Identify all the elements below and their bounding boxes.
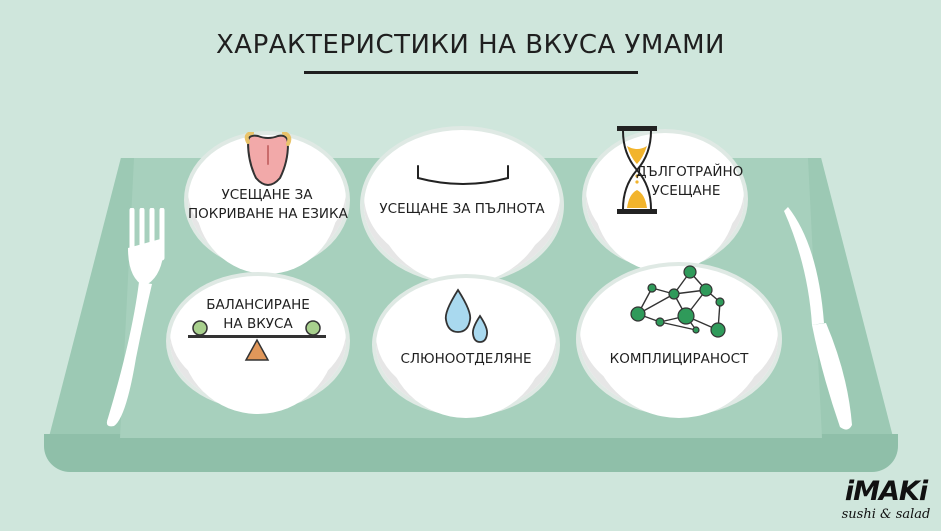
tongue-icon	[244, 132, 292, 186]
tray-lip	[44, 434, 898, 472]
fullness-curve-icon	[417, 165, 509, 185]
label-line: НА ВКУСА	[223, 316, 293, 332]
balance-scale-icon	[188, 320, 326, 361]
bowl-network-label: КОМПЛИЦИРАНОСТ	[580, 350, 778, 369]
knife-icon	[784, 207, 852, 430]
page-title: ХАРАКТЕРИСТИКИ НА ВКУСА УМАМИ	[215, 30, 725, 60]
bowl-tongue-label: УСЕЩАНЕ ЗА ПОКРИВАНЕ НА ЕЗИКА	[188, 186, 348, 224]
label-line: КОМПЛИЦИРАНОСТ	[609, 351, 749, 367]
logo-wordmark: iMAKi	[844, 476, 928, 507]
title-underline	[304, 71, 638, 74]
imaki-logo: iMAKi sushi & salad	[836, 476, 936, 526]
bowl-fullness-label: УСЕЩАНЕ ЗА ПЪЛНОТА	[364, 200, 560, 219]
label-line: ДЪЛГОТРАЙНО	[636, 164, 744, 180]
label-line: БАЛАНСИРАНЕ	[206, 297, 310, 313]
bowl-balance-label: БАЛАНСИРАНЕ НА ВКУСА	[170, 296, 346, 334]
logo-tagline: sushi & salad	[841, 507, 931, 522]
label-line: ПОКРИВАНЕ НА ЕЗИКА	[188, 206, 348, 222]
bowl-drops-label: СЛЮНООТДЕЛЯНЕ	[376, 350, 556, 369]
fork-icon	[106, 208, 165, 427]
bowl-hourglass-label: ДЪЛГОТРАЙНО УСЕЩАНЕ	[636, 163, 744, 201]
label-line: УСЕЩАНЕ ЗА	[221, 187, 313, 203]
water-drops-icon	[444, 288, 489, 343]
network-icon	[630, 265, 726, 338]
label-line: УСЕЩАНЕ	[651, 183, 721, 199]
hourglass-icon	[617, 126, 657, 214]
label-line: УСЕЩАНЕ ЗА ПЪЛНОТА	[379, 201, 545, 217]
label-line: СЛЮНООТДЕЛЯНЕ	[400, 351, 532, 367]
